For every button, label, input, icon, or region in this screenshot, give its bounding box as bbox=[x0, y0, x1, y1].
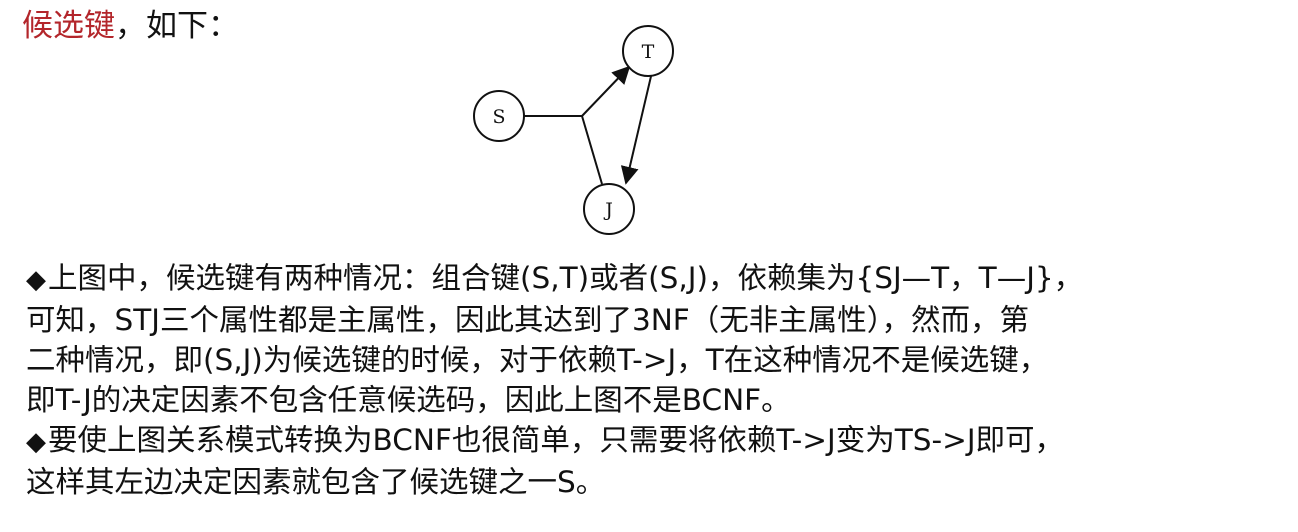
edge-junction-t bbox=[581, 65, 631, 117]
bullet-diamond: ◆ bbox=[26, 427, 46, 457]
node-t: T bbox=[622, 25, 674, 77]
node-j-label: J bbox=[603, 199, 613, 221]
node-j: J bbox=[583, 183, 635, 235]
heading-rest: ，如下： bbox=[115, 8, 239, 44]
paragraph-2: ◆要使上图关系模式转换为BCNF也很简单，只需要将依赖T->J变为TS->J即可… bbox=[26, 420, 1288, 502]
edge-junction-j bbox=[581, 115, 603, 185]
paragraph-1: ◆上图中，候选键有两种情况：组合键(S,T)或者(S,J)，依赖集为{SJ—T，… bbox=[26, 258, 1288, 420]
dependency-diagram: S T J bbox=[460, 20, 700, 250]
node-t-label: T bbox=[642, 41, 655, 63]
paragraph-1-line-1: ◆上图中，候选键有两种情况：组合键(S,T)或者(S,J)，依赖集为{SJ—T，… bbox=[26, 258, 1288, 300]
paragraph-2-line-1: ◆要使上图关系模式转换为BCNF也很简单，只需要将依赖T->J变为TS->J即可… bbox=[26, 420, 1288, 462]
node-s: S bbox=[473, 90, 525, 142]
paragraph-1-line-1-text: 上图中，候选键有两种情况：组合键(S,T)或者(S,J)，依赖集为{SJ—T，T… bbox=[48, 261, 1084, 295]
heading: 候选键，如下： bbox=[22, 6, 239, 46]
bullet-diamond: ◆ bbox=[26, 265, 46, 295]
paragraph-1-line-3: 二种情况，即(S,J)为候选键的时候，对于依赖T->J，T在这种情况不是候选键， bbox=[26, 343, 1049, 377]
paragraph-2-line-1-text: 要使上图关系模式转换为BCNF也很简单，只需要将依赖T->J变为TS->J即可， bbox=[48, 423, 1065, 457]
edge-t-j bbox=[620, 71, 653, 185]
dependency-graph: S T J bbox=[473, 25, 674, 235]
paragraph-2-line-2: 这样其左边决定因素就包含了候选键之一S。 bbox=[26, 465, 606, 499]
paragraph-1-line-2: 可知，STJ三个属性都是主属性，因此其达到了3NF（无非主属性），然而，第 bbox=[26, 303, 1030, 337]
explanation-text: ◆上图中，候选键有两种情况：组合键(S,T)或者(S,J)，依赖集为{SJ—T，… bbox=[26, 258, 1288, 502]
node-s-label: S bbox=[492, 106, 505, 128]
paragraph-1-line-4: 即T-J的决定因素不包含任意候选码，因此上图不是BCNF。 bbox=[26, 383, 791, 417]
heading-highlight: 候选键 bbox=[22, 8, 115, 44]
